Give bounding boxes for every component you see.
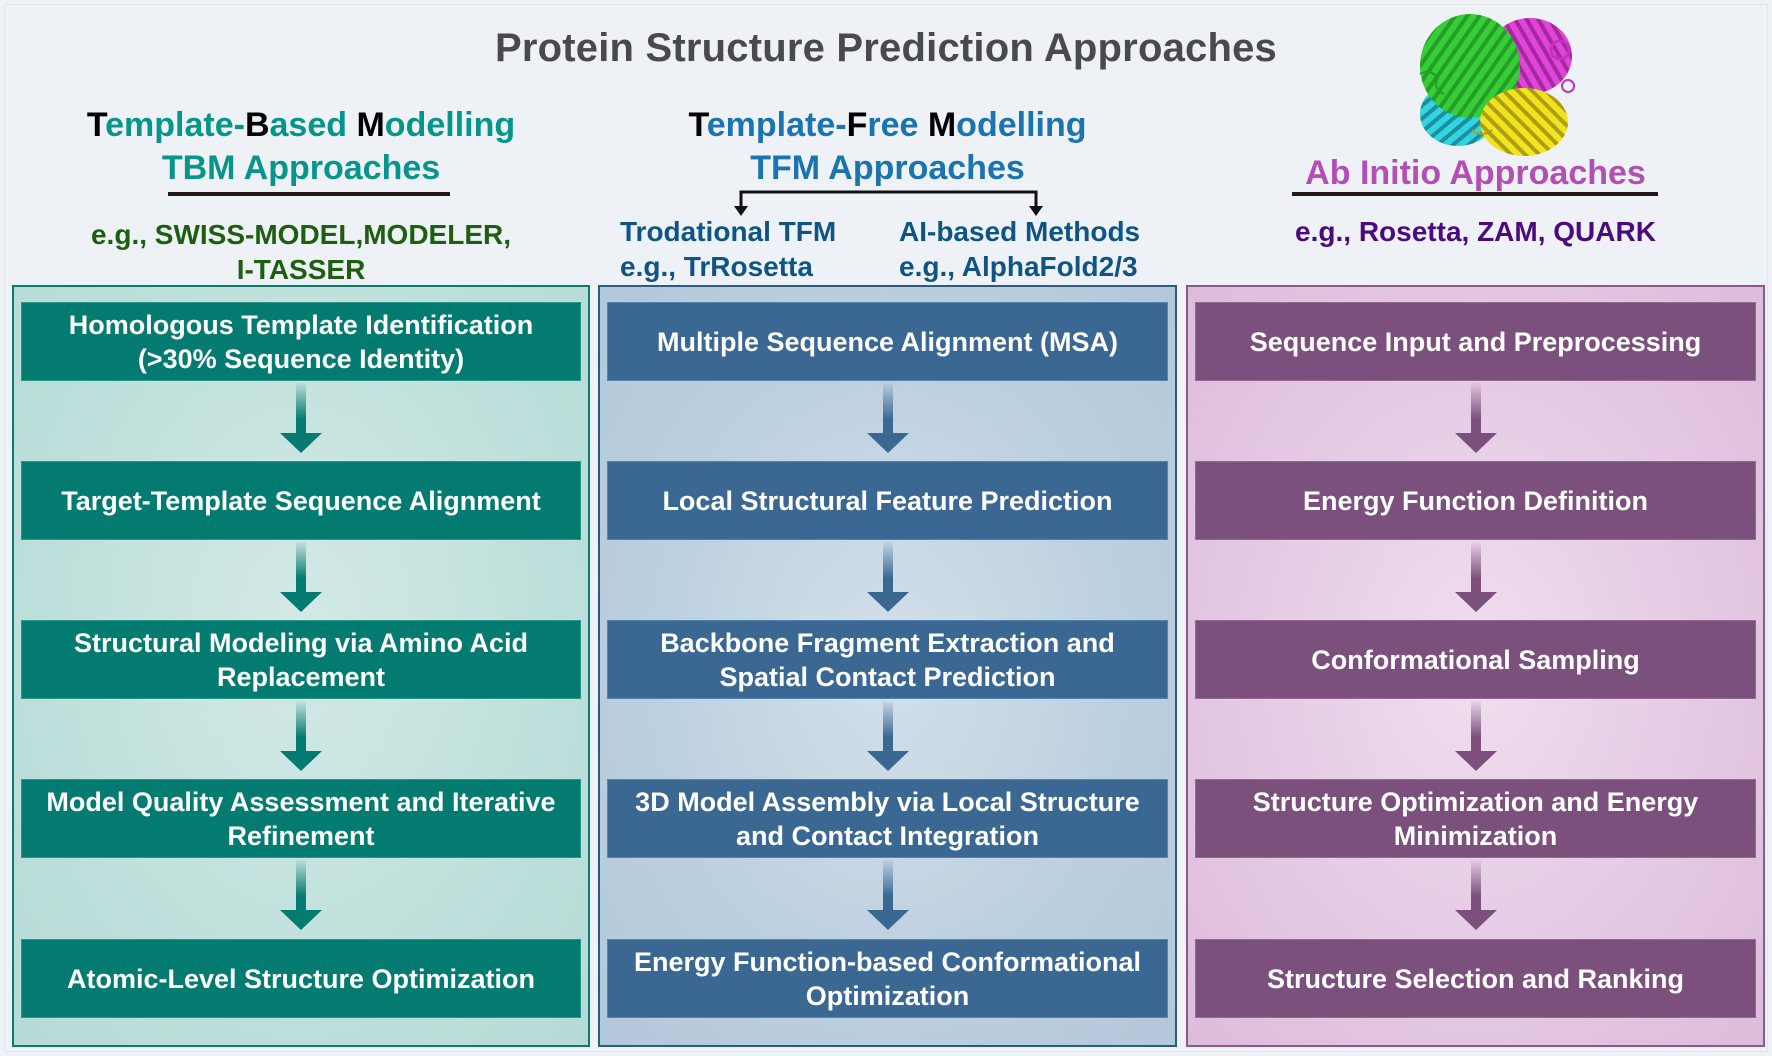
heading-key-letter: M [356, 106, 385, 144]
arrow-down-icon [280, 860, 322, 930]
heading-key-letter: F [846, 106, 868, 144]
abi-workflow-panel: Sequence Input and Preprocessing Energy … [1186, 285, 1765, 1047]
abi-header: Ab Initio Approaches [1186, 156, 1765, 190]
abi-step-5: Structure Selection and Ranking [1195, 939, 1756, 1018]
tfm-workflow-panel: Multiple Sequence Alignment (MSA) Local … [598, 285, 1177, 1047]
tfm-step-2: Local Structural Feature Prediction [607, 461, 1168, 540]
heading-text: ree [867, 106, 928, 144]
heading-key-letter: M [927, 106, 957, 144]
tfm-branch-traditional: Trodational TFM e.g., TrRosetta [620, 214, 836, 284]
tfm-branch-connector-icon [734, 190, 1043, 216]
tbm-step-2: Target-Template Sequence Alignment [21, 461, 581, 540]
heading-text: ased [269, 106, 357, 144]
abi-step-4: Structure Optimization and Energy Minimi… [1195, 779, 1756, 858]
figure-title: Protein Structure Prediction Approaches [494, 26, 1278, 70]
tbm-workflow-panel: Homologous Template Identification (>30%… [12, 285, 590, 1047]
branch-examples: e.g., AlphaFold2/3 [899, 251, 1138, 282]
tfm-heading: Template-Free Modelling [598, 108, 1177, 142]
tfm-step-5: Energy Function-based Conformational Opt… [607, 939, 1168, 1018]
heading-key-letter: T [86, 106, 106, 144]
arrow-down-icon [280, 383, 322, 453]
arrow-down-icon [280, 701, 322, 771]
heading-key-letter: T [688, 106, 707, 144]
heading-text: emplate- [105, 106, 245, 144]
tbm-heading: Template-Based Modelling [12, 108, 590, 142]
tbm-step-5: Atomic-Level Structure Optimization [21, 939, 581, 1018]
abi-examples: e.g., Rosetta, ZAM, QUARK [1295, 216, 1656, 247]
abi-underline [1292, 192, 1658, 196]
tbm-step-3: Structural Modeling via Amino Acid Repla… [21, 620, 581, 699]
branch-label: Trodational TFM [620, 216, 837, 247]
tfm-step-1: Multiple Sequence Alignment (MSA) [607, 302, 1168, 381]
arrow-down-icon [867, 383, 909, 453]
tfm-branch-ai: AI-based Methods e.g., AlphaFold2/3 [899, 214, 1140, 284]
tfm-header: Template-Free Modelling TFM Approaches [598, 108, 1177, 185]
heading-text: emplate- [706, 106, 847, 144]
tfm-subheading: TFM Approaches [750, 149, 1025, 187]
arrow-down-icon [867, 701, 909, 771]
tbm-subheading: TBM Approaches [161, 149, 441, 187]
arrow-down-icon [1455, 383, 1497, 453]
arrow-down-icon [1455, 542, 1497, 612]
protein-structure-icon [1419, 14, 1575, 156]
tbm-step-4: Model Quality Assessment and Iterative R… [21, 779, 581, 858]
tbm-step-1: Homologous Template Identification (>30%… [21, 302, 581, 381]
tbm-examples-line2: I-TASSER [236, 254, 366, 285]
tbm-examples: e.g., SWISS-MODEL,MODELER, I-TASSER [12, 217, 590, 287]
arrow-down-icon [1455, 860, 1497, 930]
arrow-down-icon [280, 542, 322, 612]
tbm-header: Template-Based Modelling TBM Approaches [12, 108, 590, 185]
figure-frame [4, 4, 1768, 1052]
heading-text: odelling [956, 106, 1087, 144]
abi-step-1: Sequence Input and Preprocessing [1195, 302, 1756, 381]
abi-step-3: Conformational Sampling [1195, 620, 1756, 699]
arrow-down-icon [1455, 701, 1497, 771]
branch-label: AI-based Methods [899, 216, 1141, 247]
heading-text: odelling [384, 106, 516, 144]
arrow-down-icon [867, 860, 909, 930]
tbm-examples-line1: e.g., SWISS-MODEL,MODELER, [90, 219, 511, 250]
abi-step-2: Energy Function Definition [1195, 461, 1756, 540]
tfm-step-4: 3D Model Assembly via Local Structure an… [607, 779, 1168, 858]
arrow-down-icon [867, 542, 909, 612]
branch-examples: e.g., TrRosetta [620, 251, 813, 282]
abi-subheading: Ab Initio Approaches [1305, 154, 1646, 192]
tfm-step-3: Backbone Fragment Extraction and Spatial… [607, 620, 1168, 699]
heading-key-letter: B [244, 106, 270, 144]
tbm-underline [168, 192, 450, 196]
